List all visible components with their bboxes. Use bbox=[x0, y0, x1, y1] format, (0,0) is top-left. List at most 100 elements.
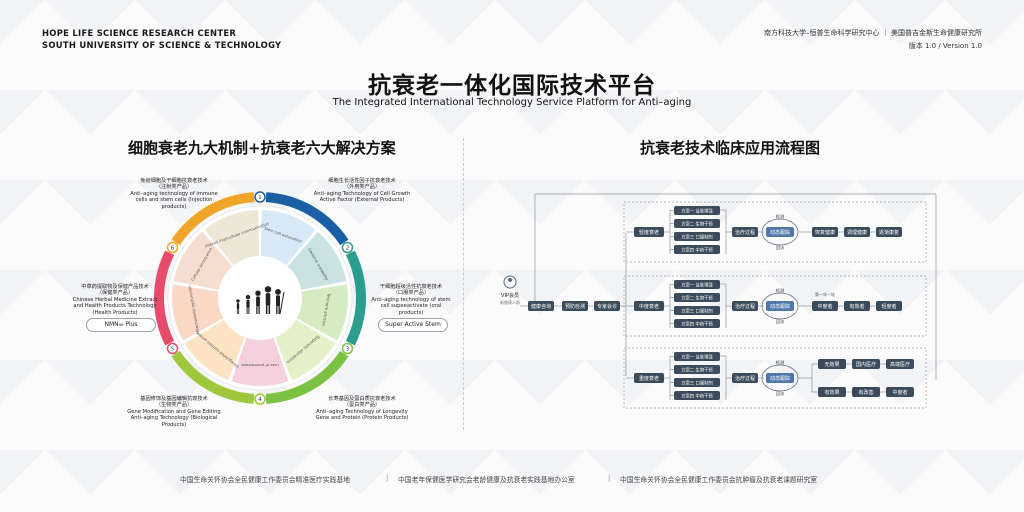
page-subtitle: The Integrated International Technology … bbox=[332, 97, 692, 108]
plan-node-label: 方案二 生物干预 bbox=[681, 294, 713, 301]
monitor-node bbox=[766, 373, 794, 383]
plan-node bbox=[674, 219, 720, 228]
version-label: 版本 1.0 / Version 1.0 bbox=[908, 42, 982, 50]
monitor-node-label: 动态跟踪 bbox=[770, 375, 790, 382]
mechanism-segment bbox=[287, 231, 347, 290]
treatment-node-label: 治疗过程 bbox=[735, 229, 755, 236]
cycle-note: 第一年一轮 bbox=[815, 291, 835, 297]
entry-step-label: 预防检测 bbox=[565, 303, 585, 310]
outcome-node-label: 无效果 bbox=[824, 361, 839, 368]
monitor-node-label: 动态跟踪 bbox=[770, 229, 790, 236]
vip-member-sub: 新健康人群 bbox=[500, 299, 520, 305]
plan-node-label: 方案四 中药干预 bbox=[681, 320, 713, 327]
evolution-figure-leg bbox=[258, 306, 260, 314]
plan-node bbox=[674, 365, 720, 374]
outcome-node bbox=[812, 301, 838, 311]
solution-label-2: 细胞生长活性因子抗衰老技术（外用类产品）Anti–aging Technolog… bbox=[313, 178, 411, 204]
ring-number-marker bbox=[341, 241, 354, 254]
solution-label-4: 长寿基因及蛋白质抗衰老技术（蛋白类产品）Anti–aging Technolog… bbox=[315, 396, 409, 422]
severity-node bbox=[634, 301, 664, 311]
ring-number: 4 bbox=[258, 397, 262, 403]
evolution-figure-body bbox=[246, 299, 250, 309]
monitor-node-label: 动态跟踪 bbox=[770, 303, 790, 310]
outcome-node-label: 中度者 bbox=[817, 303, 832, 310]
plan-node-label: 方案二 生物干预 bbox=[681, 220, 713, 227]
footer-org-2: 中国老年保健医学研究会老龄健康及抗衰老实践基地办公室 bbox=[398, 476, 575, 484]
treatment-node bbox=[732, 373, 758, 383]
ring-number: 3 bbox=[346, 347, 350, 353]
mechanism-segment bbox=[172, 284, 224, 341]
mechanism-label: Loss of proteostasis bbox=[241, 363, 279, 368]
monitor-bottom-label: 回访 bbox=[776, 390, 784, 397]
institute-name-en-line2: SOUTH UNIVERSITY OF SCIENCE & TECHNOLOGY bbox=[42, 40, 282, 50]
outcome-node-label: 逐渐康复 bbox=[879, 229, 899, 236]
institute-name-cn: 南方科技大学–恒普生命科学研究中心 ｜ 美国普吉金斯生命健康研究所 bbox=[764, 29, 982, 37]
monitor-node bbox=[766, 301, 794, 311]
clinical-flowchart: VIP会员新健康人群健康咨询预防检测专家会诊轻度衰老方案一 益肤增强方案二 生物… bbox=[500, 193, 937, 409]
entry-step-label: 健康咨询 bbox=[531, 303, 551, 310]
monitor-top-label: 检测 bbox=[776, 213, 784, 220]
outcome-node bbox=[812, 227, 838, 237]
outcome-node-label: 有效者 bbox=[849, 303, 864, 310]
evolution-figure-leg bbox=[238, 309, 240, 314]
treatment-node bbox=[732, 227, 758, 237]
mechanism-segment bbox=[275, 319, 336, 381]
institute-name-en-line1: HOPE LIFE SCIENCE RESEARCH CENTER bbox=[42, 28, 237, 38]
evolution-figure-body bbox=[265, 293, 271, 306]
severity-group-frame bbox=[623, 347, 927, 409]
entry-step bbox=[594, 301, 620, 311]
left-section-title: 细胞衰老九大机制+抗衰老六大解决方案 bbox=[128, 139, 396, 157]
plan-node-label: 方案三 口服制剂 bbox=[681, 307, 712, 314]
section-divider bbox=[463, 138, 464, 430]
page-title: 抗衰老一体化国际技术平台 bbox=[368, 73, 656, 99]
monitor-node bbox=[766, 227, 794, 237]
evolution-figure-body bbox=[256, 296, 260, 307]
severity-group-frame bbox=[623, 201, 927, 263]
entry-step bbox=[528, 301, 554, 311]
mechanism-segment bbox=[173, 231, 233, 290]
outer-ring-arc bbox=[265, 192, 349, 246]
ring-number-marker bbox=[166, 241, 179, 254]
monitor-top-label: 检测 bbox=[776, 359, 784, 366]
ring-number: 2 bbox=[346, 246, 350, 252]
walking-cane bbox=[279, 291, 285, 315]
outcome-node bbox=[876, 301, 902, 311]
evolution-figure-leg bbox=[248, 308, 250, 314]
outcome-node bbox=[876, 227, 902, 237]
outcome-node bbox=[818, 359, 846, 369]
solution-label-3: 干细胞超级活性抗衰老技术（口服类产品）Anti–aging technology… bbox=[371, 284, 451, 316]
evolution-figure-leg bbox=[268, 305, 271, 314]
outcome-node-label: 高端医疗 bbox=[890, 361, 910, 368]
evolution-figure-head bbox=[255, 290, 261, 296]
outer-ring-arc bbox=[265, 350, 349, 404]
plan-node bbox=[674, 306, 720, 315]
plan-node-label: 方案一 益肤增强 bbox=[681, 207, 713, 214]
footer-sep-1: | bbox=[386, 474, 389, 482]
plan-node bbox=[674, 232, 720, 241]
evolution-figure-leg bbox=[246, 308, 248, 314]
monitor-bottom-label: 回访 bbox=[776, 244, 784, 251]
outer-ring-arc bbox=[171, 192, 255, 246]
evolution-figure-leg bbox=[256, 306, 258, 314]
evolution-figure-head bbox=[236, 299, 240, 303]
evolution-figure-leg bbox=[278, 306, 280, 314]
treatment-node bbox=[732, 301, 758, 311]
outcome-node-label: 调理健康 bbox=[847, 229, 867, 236]
outer-ring-arc bbox=[345, 250, 366, 346]
severity-node-label: 轻度衰老 bbox=[639, 229, 659, 236]
mechanism-label: Telomere attrition bbox=[321, 292, 332, 328]
evolution-figure-leg bbox=[265, 305, 268, 314]
ring-number: 5 bbox=[171, 347, 175, 353]
plan-node bbox=[674, 280, 720, 289]
nmn-plus-badge: NMN₉₉ Plus bbox=[86, 318, 156, 332]
evolution-figure-leg bbox=[276, 306, 278, 314]
evolution-figure-head bbox=[275, 289, 281, 295]
evolution-figure-body bbox=[275, 295, 281, 307]
ring-number: 6 bbox=[171, 246, 175, 252]
plan-node bbox=[674, 206, 720, 215]
outcome-node bbox=[844, 301, 870, 311]
outer-ring-arc bbox=[171, 350, 255, 404]
mechanism-segment bbox=[204, 210, 260, 266]
